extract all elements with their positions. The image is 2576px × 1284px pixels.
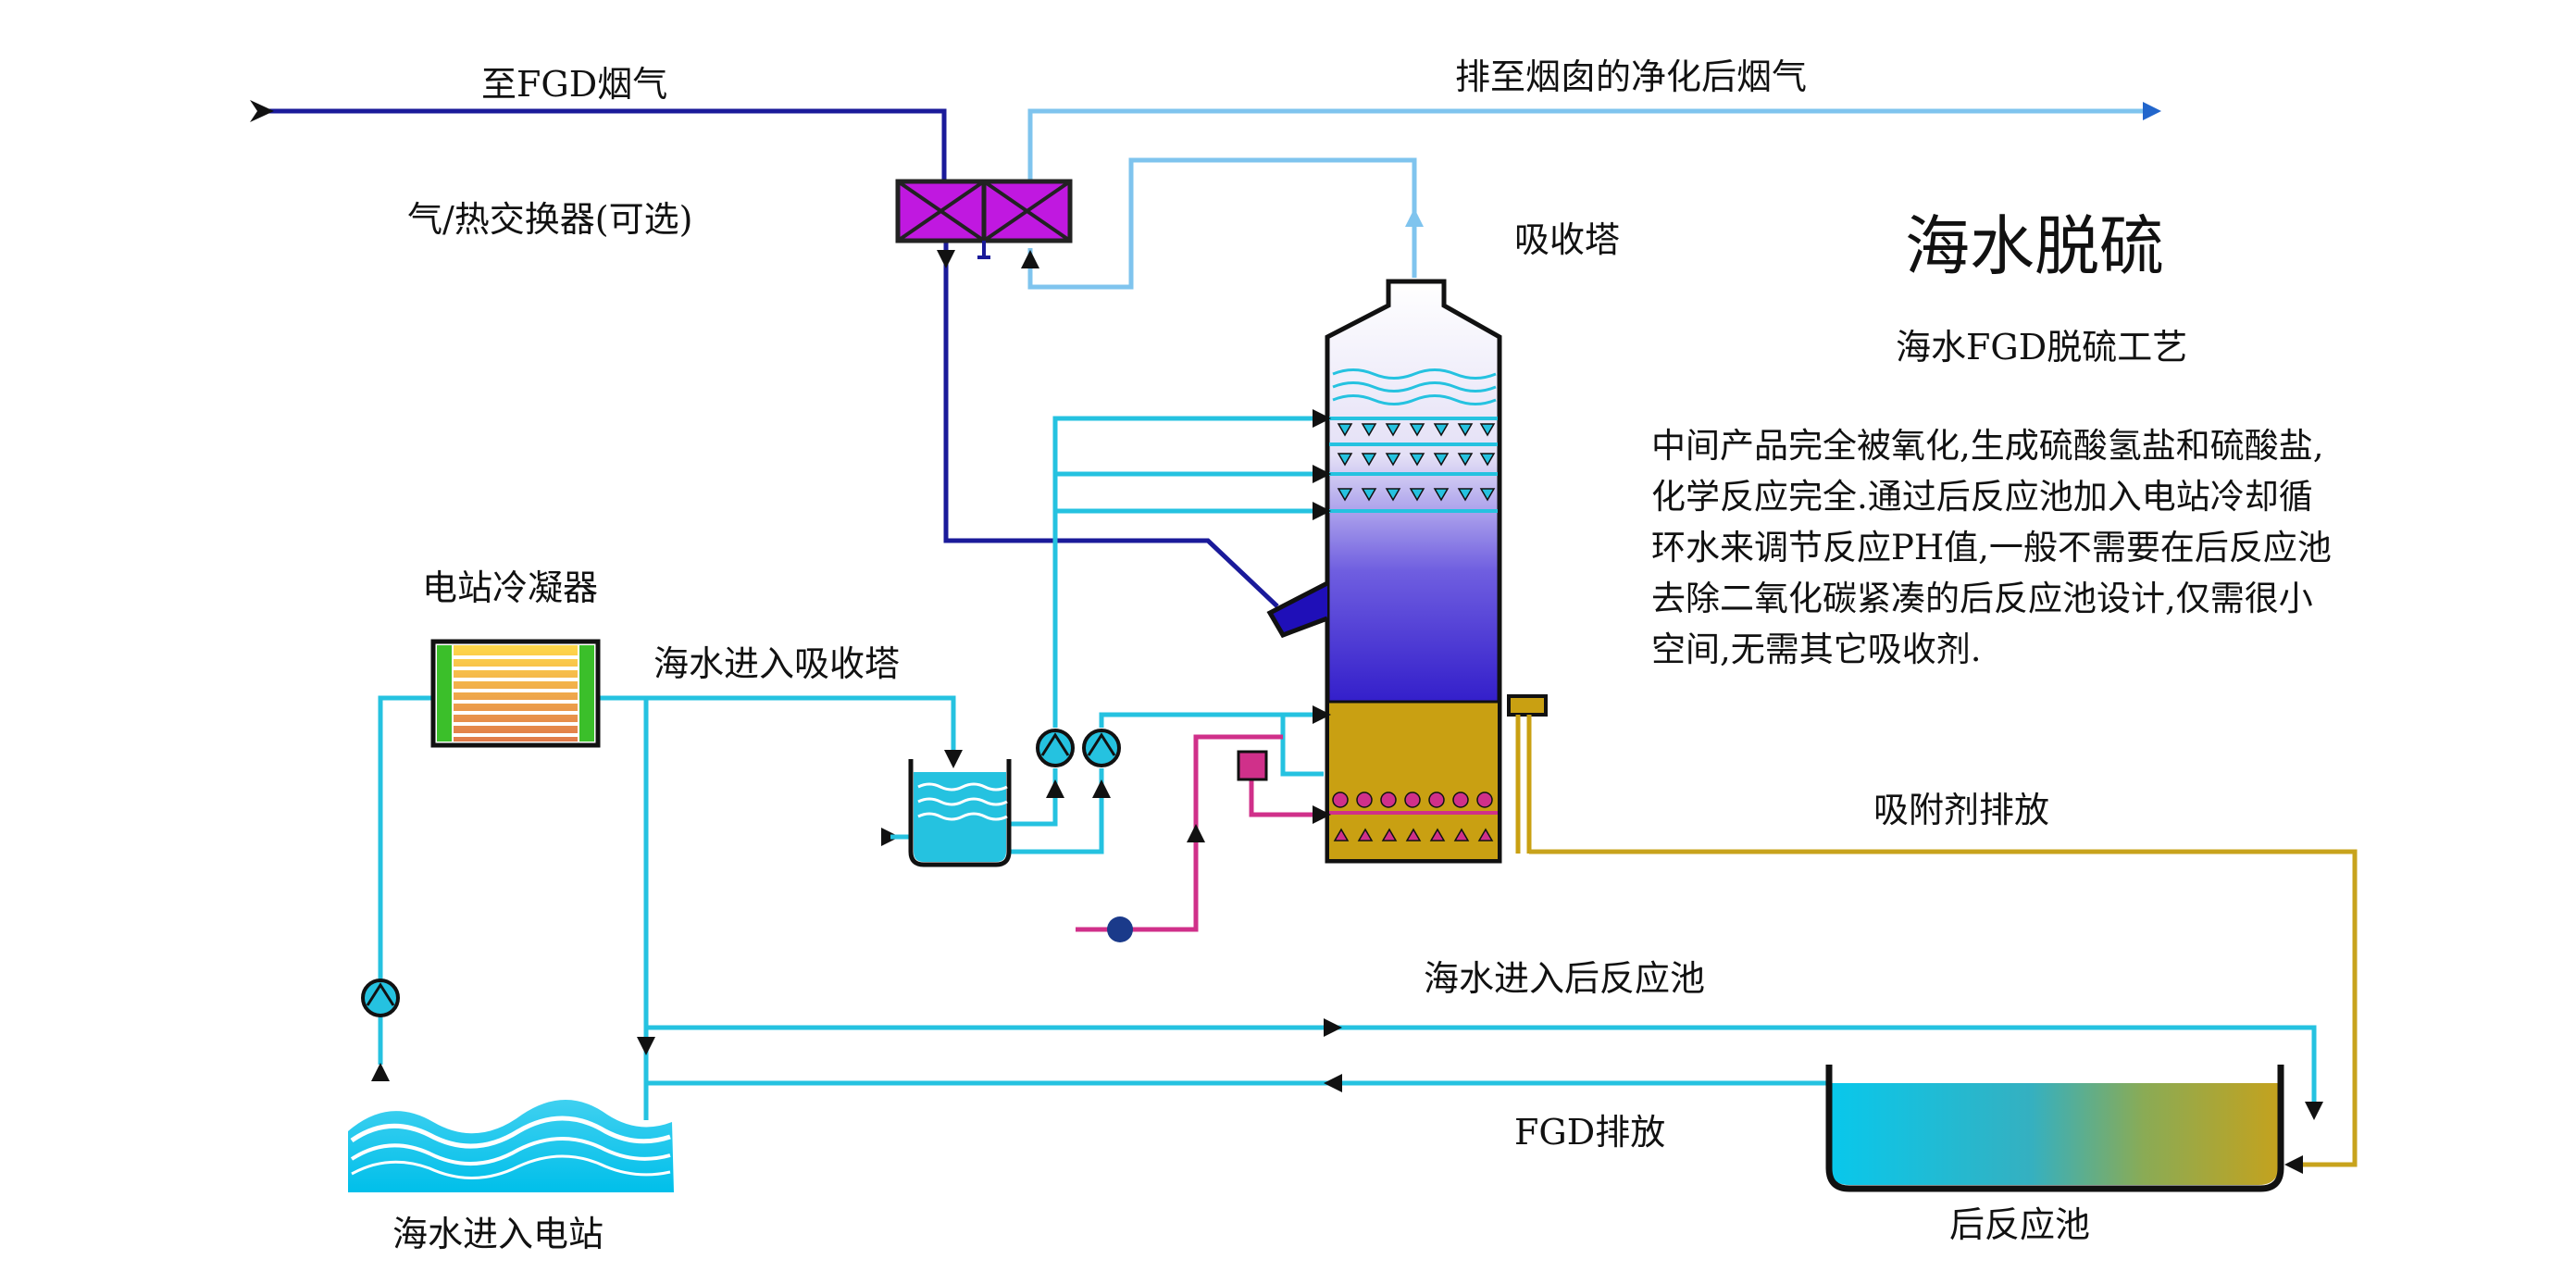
label-sorbent-discharge: 吸附剂排放 bbox=[1873, 790, 2049, 830]
label-absorber: 吸收塔 bbox=[1514, 219, 1620, 260]
spray-nozzles-row-1 bbox=[1337, 423, 1496, 437]
spray-nozzles-row-2 bbox=[1337, 453, 1496, 467]
label-gas-heat-exchanger: 气/热交换器(可选) bbox=[407, 199, 692, 240]
label-seawater-into-power-plant: 海水进入电站 bbox=[392, 1214, 604, 1254]
clean-gas-line bbox=[1027, 108, 2147, 290]
process-description: 中间产品完全被氧化,生成硫酸氢盐和硫酸盐, 化学反应完全.通过后反应池加入电站冷… bbox=[1651, 420, 2466, 675]
post-reaction-tank bbox=[1825, 1065, 2284, 1192]
gas-heat-exchanger bbox=[895, 179, 1073, 259]
description-line: 化学反应完全.通过后反应池加入电站冷却循 bbox=[1651, 477, 2313, 517]
seawater-arrows bbox=[371, 409, 2323, 1120]
label-seawater-into-absorber: 海水进入吸收塔 bbox=[653, 643, 900, 684]
seawater-lines bbox=[378, 416, 2317, 1120]
description-line: 环水来调节反应PH值,一般不需要在后反应池 bbox=[1651, 528, 2332, 567]
sorbent-arrow bbox=[2284, 1155, 2303, 1174]
description-line: 空间,无需其它吸收剂. bbox=[1651, 630, 1982, 669]
clean-gas-outlet-arrow bbox=[2143, 102, 2161, 120]
flue-gas-inlet-line bbox=[261, 108, 1279, 608]
flue-gas-inlet-arrow bbox=[250, 100, 274, 122]
label-power-plant-condenser: 电站冷凝器 bbox=[422, 567, 598, 608]
diagram-subtitle: 海水FGD脱硫工艺 bbox=[1896, 327, 2187, 368]
power-plant-condenser bbox=[430, 639, 601, 748]
spray-nozzles-row-3 bbox=[1337, 488, 1496, 502]
sea-waves bbox=[348, 1100, 674, 1192]
aeration-bubbles bbox=[1332, 792, 1493, 808]
label-fgd-discharge: FGD排放 bbox=[1514, 1112, 1665, 1153]
label-post-reaction-tank: 后反应池 bbox=[1949, 1204, 2090, 1245]
description-line: 中间产品完全被氧化,生成硫酸氢盐和硫酸盐, bbox=[1651, 426, 2324, 466]
air-arrow-into-absorber bbox=[1313, 805, 1331, 824]
pump-icon bbox=[1082, 729, 1121, 767]
clean-gas-up-arrow-hx bbox=[1021, 250, 1039, 268]
sorbent-discharge-line bbox=[1529, 849, 2358, 1167]
seawater-feed-tank bbox=[908, 759, 1012, 867]
air-up-arrow bbox=[1187, 824, 1205, 842]
label-clean-gas-to-stack: 排至烟囱的净化后烟气 bbox=[1455, 56, 1807, 97]
spray-levels bbox=[1329, 417, 1498, 513]
description-line: 去除二氧化碳紧凑的后反应池设计,仅需很小 bbox=[1651, 579, 2313, 618]
air-valve bbox=[1237, 750, 1268, 781]
diagram-title: 海水脱硫 bbox=[1905, 208, 2164, 284]
air-inlet-dot bbox=[1107, 916, 1133, 942]
absorber-tower bbox=[1266, 279, 1548, 864]
aeration-triangles bbox=[1333, 828, 1494, 841]
pump-icon bbox=[1036, 729, 1075, 767]
pump-icon bbox=[361, 979, 400, 1017]
flue-gas-down-arrow bbox=[937, 250, 955, 268]
label-seawater-into-post-tank: 海水进入后反应池 bbox=[1424, 958, 1705, 999]
clean-gas-up-arrow-absorber bbox=[1405, 208, 1424, 227]
label-to-fgd-flue-gas: 至FGD烟气 bbox=[481, 64, 667, 105]
absorber-spray-waves bbox=[1332, 368, 1497, 405]
